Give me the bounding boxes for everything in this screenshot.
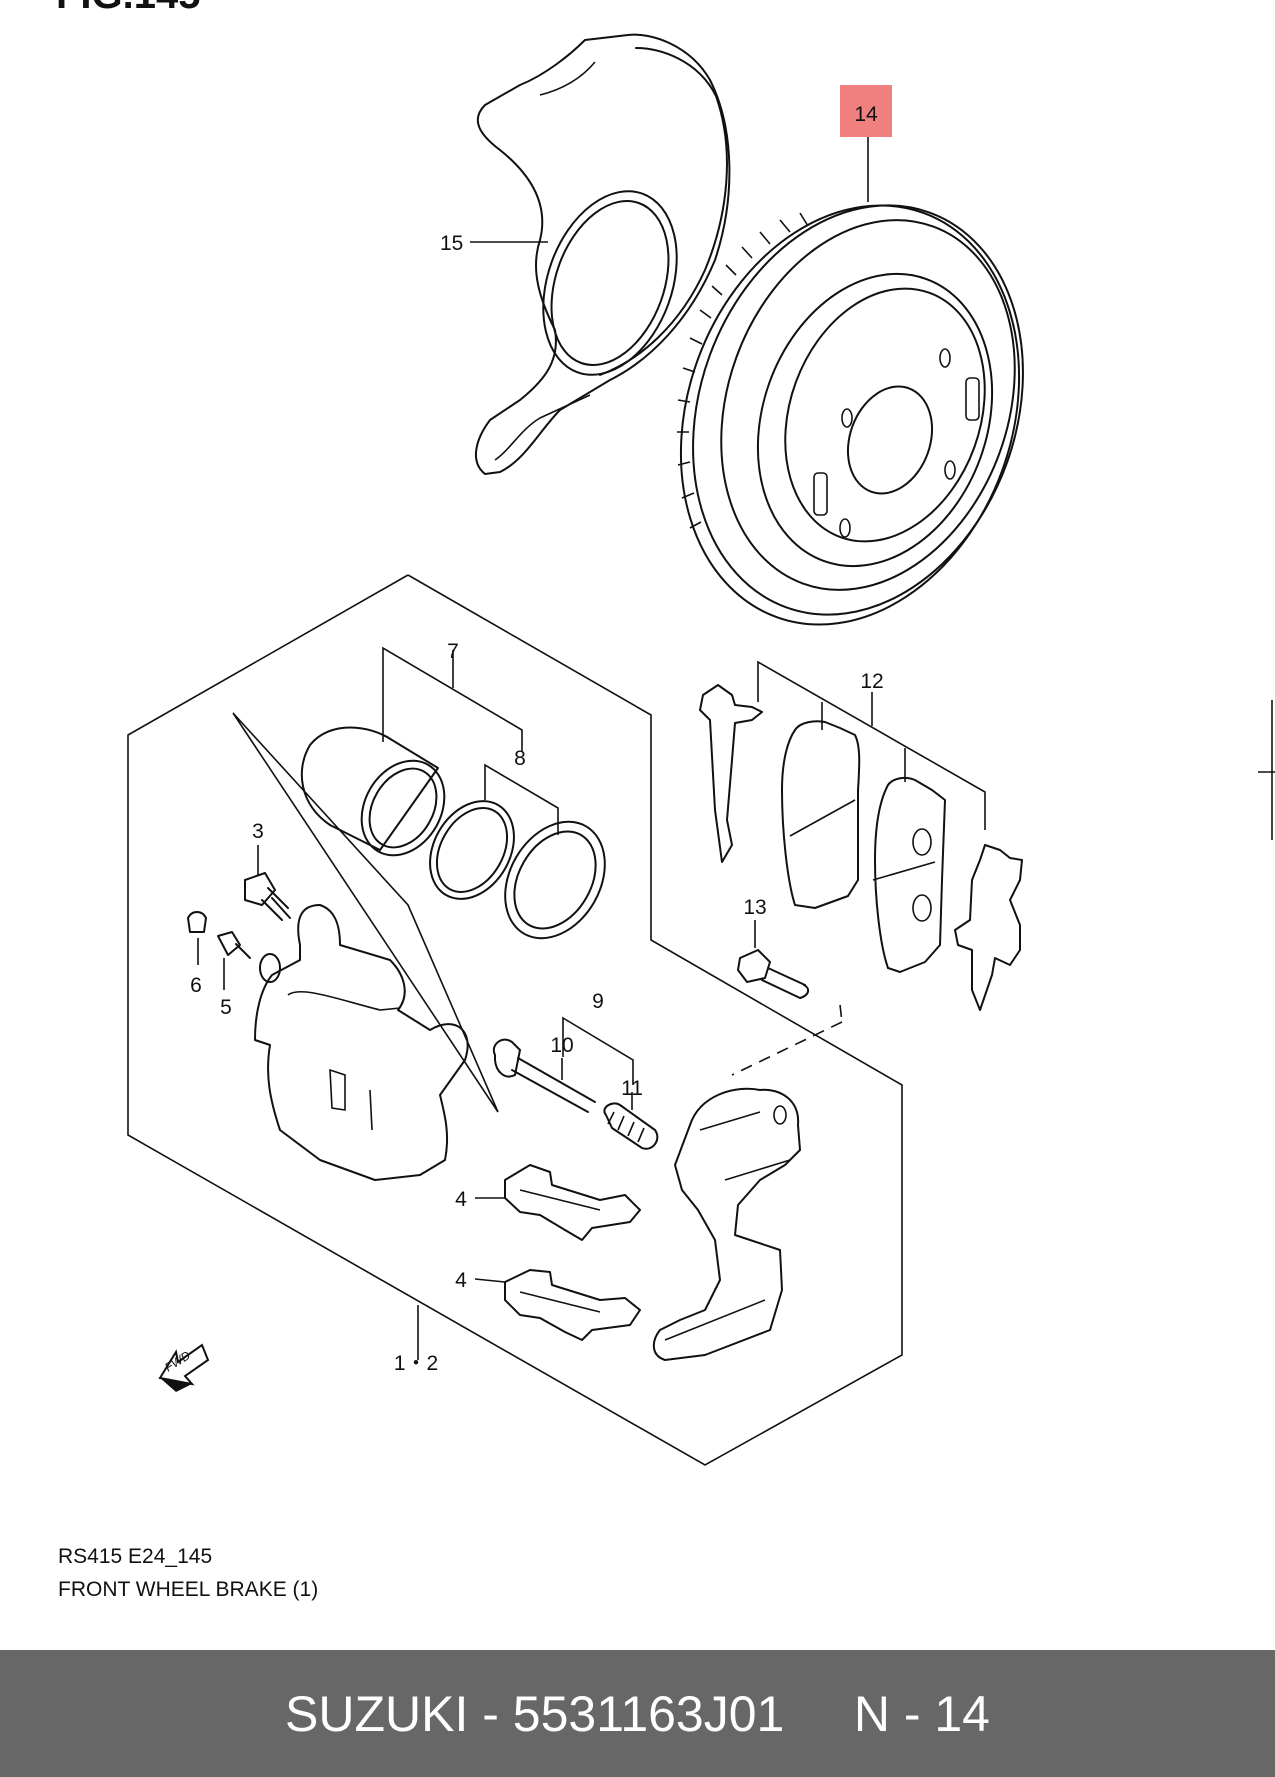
callout-14-highlight — [840, 85, 892, 137]
figure-name: FRONT WHEEL BRAKE (1) — [58, 1578, 319, 1601]
callout-4-lower: 4 — [455, 1269, 467, 1292]
part-number-banner: SUZUKI - 5531163J01 N - 14 — [0, 1650, 1275, 1777]
callout-12: 12 — [860, 670, 883, 693]
callout-1-2: 1・2 — [394, 1352, 438, 1375]
callout-5: 5 — [220, 996, 232, 1019]
callout-8: 8 — [514, 747, 526, 770]
parts-diagram: FIG.145 15 14 — [56, 0, 1275, 1466]
pad-shim-part-12-right — [954, 844, 1023, 1011]
callout-3: 3 — [252, 820, 264, 843]
caliper-kit-outline — [127, 574, 903, 1466]
bleeder-cap-part-6 — [187, 911, 207, 933]
brake-disc-part-14 — [677, 204, 1024, 626]
caliper-body-part-1-2 — [254, 904, 469, 1181]
forward-direction-arrow: FWD — [158, 1343, 210, 1392]
callout-15: 15 — [440, 232, 463, 255]
brake-pad-part-12-outer — [872, 776, 946, 973]
piston-seal-part-8 — [429, 800, 606, 940]
callout-7: 7 — [447, 640, 459, 663]
bleeder-screw-part-5 — [217, 931, 251, 959]
part-number-text: SUZUKI - 5531163J01 N - 14 — [285, 1685, 990, 1742]
pad-clip-part-4-lower — [504, 1269, 641, 1341]
boot-part-11 — [603, 1102, 659, 1150]
pad-clip-part-4-upper — [504, 1164, 641, 1241]
callout-13: 13 — [743, 896, 766, 919]
callout-11: 11 — [621, 1077, 643, 1100]
dust-shield-part-15 — [474, 33, 731, 475]
figure-code: RS415 E24_145 — [58, 1545, 213, 1568]
callout-4-upper: 4 — [455, 1188, 467, 1211]
callout-9: 9 — [592, 990, 604, 1013]
slide-pin-part-10 — [492, 1038, 596, 1113]
piston-part-7 — [300, 726, 446, 857]
bolt-part-3 — [244, 872, 291, 921]
caliper-bracket — [652, 1087, 801, 1361]
callout-10: 10 — [550, 1034, 573, 1057]
brake-pad-part-12-inner — [781, 720, 861, 909]
callout-6: 6 — [190, 974, 202, 997]
bolt-part-13 — [737, 949, 810, 999]
pad-shim-part-12-left — [699, 684, 763, 863]
callout-14: 14 — [854, 103, 878, 126]
figure-title: FIG.145 — [56, 0, 201, 17]
